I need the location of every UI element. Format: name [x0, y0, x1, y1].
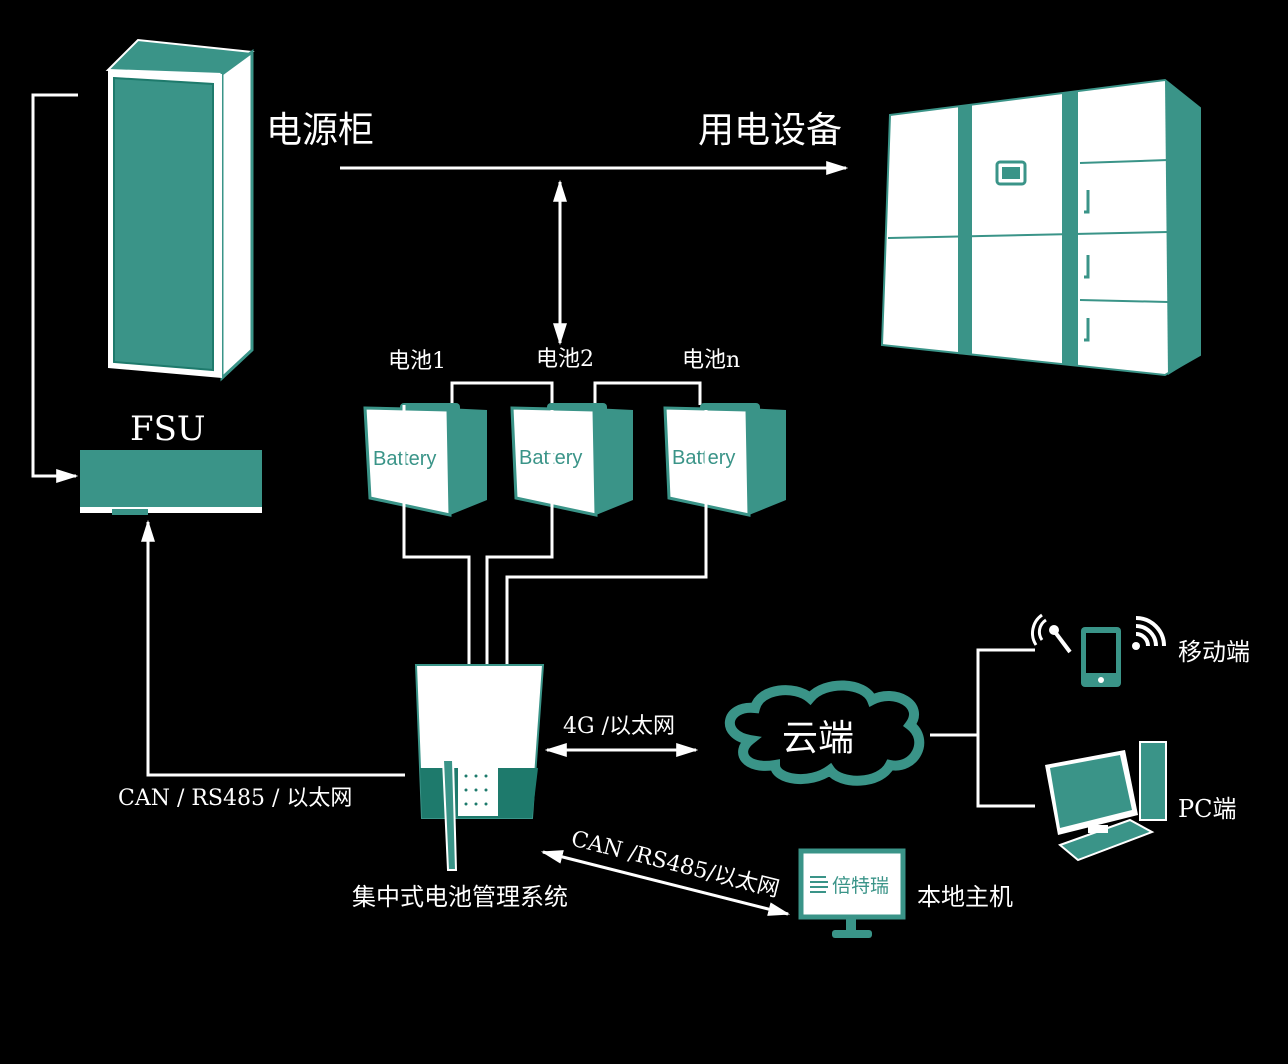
pc-label: PC端 — [1178, 795, 1237, 823]
local-host-link-label: CAN /RS485/以太网 — [569, 827, 782, 903]
local-host-arrow — [540, 850, 791, 916]
battery-link-2-n — [593, 381, 702, 405]
bms-fsu-link-label: CAN / RS485 / 以太网 — [118, 786, 352, 811]
fsu-icon — [80, 450, 262, 515]
battery-1-icon: Battery — [363, 403, 487, 517]
cloud-label: 云端 — [782, 718, 854, 759]
battery-n-label: 电池n — [682, 348, 740, 373]
load-equipment-icon — [880, 78, 1201, 377]
power-cabinet-label: 电源柜 — [266, 110, 374, 151]
brand-logo-icon — [810, 876, 828, 893]
battery-link-1-2 — [450, 381, 554, 405]
battery-bms-wiring — [402, 405, 708, 665]
bms-fsu-arrow — [141, 519, 405, 777]
battery-1-label: 电池1 — [388, 349, 446, 374]
battery-n-text: Battery — [672, 447, 735, 469]
client-branch-connector — [976, 648, 1035, 808]
fsu-label: FSU — [130, 409, 206, 449]
brand-name: 倍特瑞 — [832, 875, 889, 897]
battery-2-icon: Battery — [510, 403, 633, 517]
load-equipment-label: 用电设备 — [698, 110, 842, 151]
mobile-label: 移动端 — [1178, 638, 1250, 666]
battery-n-icon: Battery — [663, 403, 786, 517]
mobile-phone-icon — [1031, 613, 1121, 687]
power-cabinet-icon — [105, 38, 255, 382]
battery-2-label: 电池2 — [536, 347, 594, 372]
local-host-label: 本地主机 — [917, 883, 1013, 911]
wifi-signal-icon — [1132, 616, 1166, 650]
bms-label: 集中式电池管理系统 — [352, 883, 568, 911]
bms-unit-icon — [414, 664, 545, 871]
cloud-icon — [725, 680, 925, 786]
pc-icon — [1045, 741, 1167, 862]
bms-cloud-link-label: 4G /以太网 — [563, 714, 675, 739]
cabinet-fsu-connector — [31, 93, 79, 483]
local-host-monitor-icon: 倍特瑞 — [798, 848, 906, 938]
